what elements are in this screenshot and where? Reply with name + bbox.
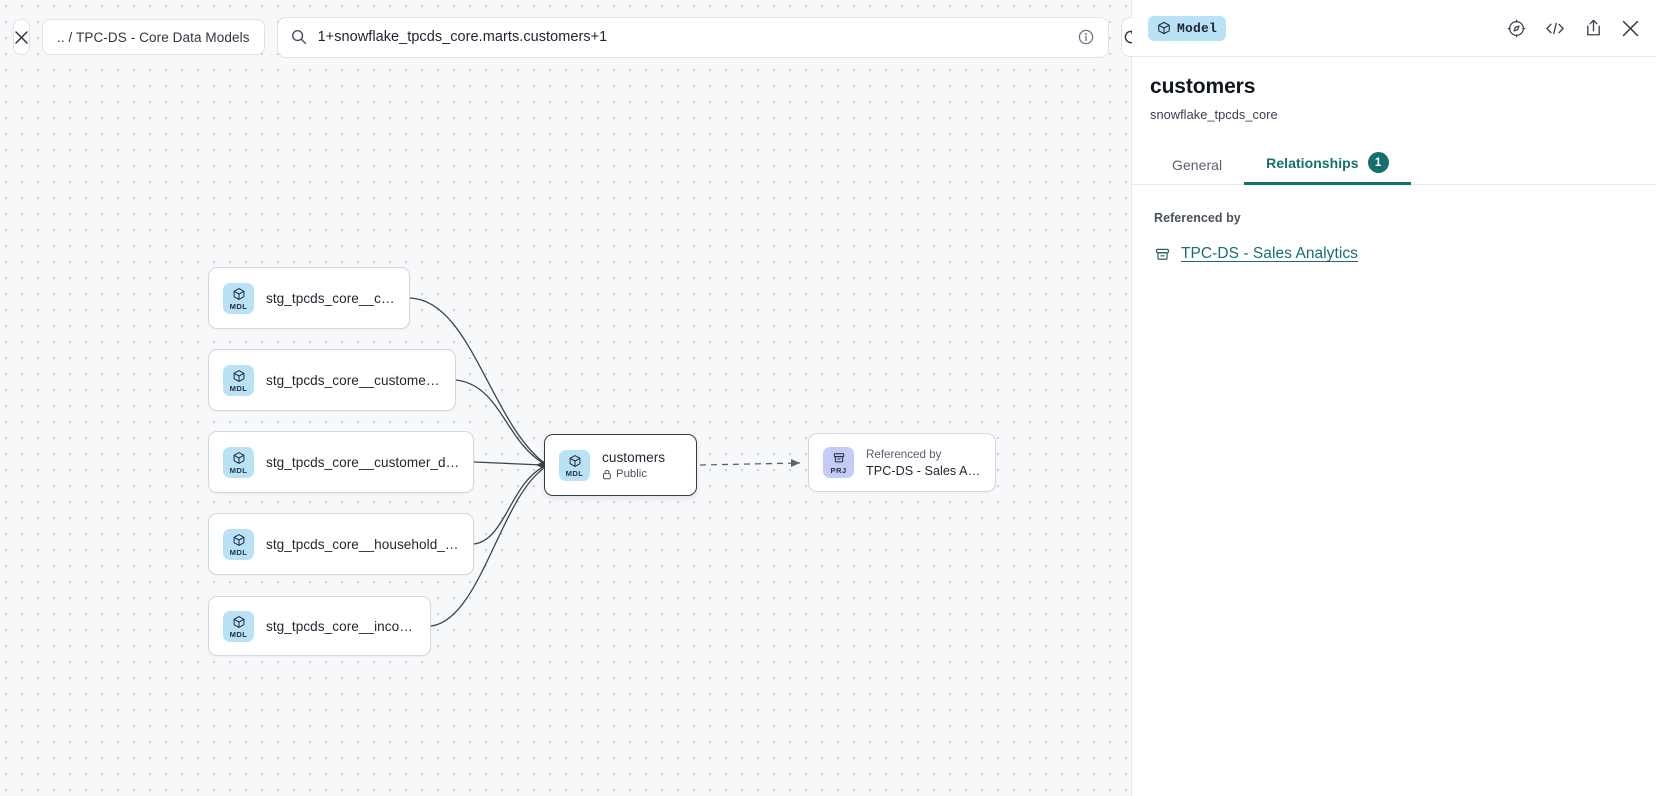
- model-icon: MDL: [223, 364, 254, 396]
- node-body: Referenced by TPC-DS - Sales Analytics: [866, 448, 995, 478]
- node-title: TPC-DS - Sales Analytics: [866, 463, 983, 478]
- node-kicker: Referenced by: [866, 447, 942, 461]
- lineage-canvas[interactable]: .. / TPC-DS - Core Data Models 1+snowfla…: [0, 0, 1132, 796]
- node-title: stg_tpcds_core__customer_demogra…: [266, 454, 461, 470]
- code-icon[interactable]: [1544, 19, 1566, 38]
- close-icon: [1622, 20, 1639, 36]
- node-title: customers: [602, 450, 666, 465]
- tab-general[interactable]: General: [1150, 157, 1244, 184]
- entity-type-label: Model: [1177, 20, 1218, 36]
- section-label: Referenced by: [1154, 211, 1241, 225]
- graph-node-n1[interactable]: MDL stg_tpcds_core__customer: [208, 267, 410, 329]
- lineage-nodes: MDLstg_tpcds_core__customerMDLstg_tpcds_…: [208, 267, 996, 656]
- panel-actions: [1507, 18, 1640, 38]
- graph-node-n2[interactable]: MDL stg_tpcds_core__customer_address: [208, 349, 456, 411]
- model-icon: MDL: [223, 446, 254, 478]
- node-title: stg_tpcds_core__customer_address: [266, 372, 443, 388]
- model-icon: MDL: [223, 282, 254, 314]
- model-icon: MDL: [223, 610, 254, 642]
- node-body: stg_tpcds_core__household_demogr…: [266, 537, 473, 552]
- close-panel-button[interactable]: [1621, 19, 1640, 38]
- node-body: stg_tpcds_core__customer_address: [266, 373, 455, 388]
- panel-toolbar: Model: [1132, 0, 1656, 56]
- cube-icon: [1158, 21, 1170, 35]
- node-visibility: Public: [602, 468, 665, 480]
- project-icon: [1154, 246, 1171, 263]
- graph-node-n4[interactable]: MDL stg_tpcds_core__household_demogr…: [208, 513, 474, 575]
- reference-list: TPC-DS - Sales Analytics: [1154, 245, 1656, 263]
- tab-label: General: [1172, 157, 1223, 173]
- compass-icon[interactable]: [1507, 19, 1526, 38]
- node-title: stg_tpcds_core__customer: [266, 290, 397, 306]
- entity-source: snowflake_tpcds_core: [1150, 107, 1278, 122]
- search-icon: [291, 29, 306, 45]
- breadcrumb[interactable]: .. / TPC-DS - Core Data Models: [42, 19, 265, 55]
- close-icon: [15, 30, 28, 44]
- relationships-section: Referenced by TPC-DS - Sales Analytics: [1132, 185, 1656, 263]
- tab-label: Relationships: [1266, 154, 1359, 171]
- details-panel: Model: [1132, 0, 1656, 796]
- entity-type-badge: Model: [1148, 15, 1227, 41]
- graph-node-n3[interactable]: MDL stg_tpcds_core__customer_demogra…: [208, 431, 474, 493]
- tab-relationships[interactable]: Relationships 1: [1244, 152, 1412, 185]
- refresh-button[interactable]: [1120, 17, 1132, 57]
- refresh-icon: [1124, 30, 1132, 44]
- share-icon[interactable]: [1584, 18, 1603, 38]
- reference-link[interactable]: TPC-DS - Sales Analytics: [1181, 245, 1358, 262]
- panel-header: customers snowflake_tpcds_core: [1132, 57, 1656, 122]
- model-icon: MDL: [559, 449, 590, 481]
- lock-icon: [602, 469, 612, 480]
- node-title: stg_tpcds_core__income_band: [266, 618, 418, 634]
- info-circle-icon[interactable]: [1078, 29, 1094, 45]
- panel-tabs: General Relationships 1: [1132, 152, 1656, 185]
- close-lineage-button[interactable]: [13, 19, 30, 55]
- canvas-toolbar: .. / TPC-DS - Core Data Models 1+snowfla…: [0, 0, 1132, 74]
- tab-count-badge: 1: [1367, 152, 1389, 173]
- model-icon: MDL: [223, 528, 254, 560]
- graph-node-n5[interactable]: MDL stg_tpcds_core__income_band: [208, 596, 431, 656]
- lineage-search[interactable]: 1+snowflake_tpcds_core.marts.customers+1: [276, 16, 1109, 58]
- reference-item[interactable]: TPC-DS - Sales Analytics: [1154, 245, 1656, 263]
- graph-node-prj[interactable]: PRJ Referenced by TPC-DS - Sales Analytics: [808, 433, 996, 492]
- page-title: customers: [1150, 75, 1256, 98]
- search-input[interactable]: 1+snowflake_tpcds_core.marts.customers+1: [317, 29, 608, 45]
- project-icon: PRJ: [823, 447, 854, 478]
- node-body: stg_tpcds_core__income_band: [266, 619, 430, 634]
- panel-divider: [1132, 56, 1656, 57]
- node-body: stg_tpcds_core__customer_demogra…: [266, 455, 473, 470]
- node-body: stg_tpcds_core__customer: [266, 291, 409, 306]
- node-title: stg_tpcds_core__household_demogr…: [266, 536, 461, 552]
